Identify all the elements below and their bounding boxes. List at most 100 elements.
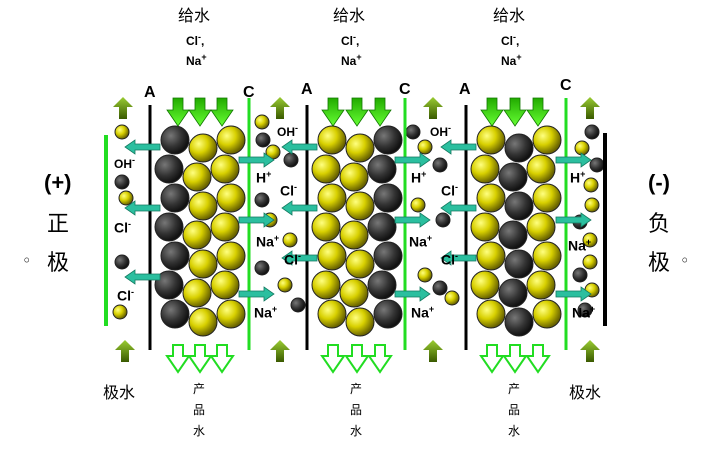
yellow-resin-bead	[216, 183, 246, 213]
product-water-arrow	[165, 344, 191, 374]
ion-label-na-part: Na	[572, 304, 590, 321]
ion-arrow-left	[124, 269, 161, 285]
ion-label-oh-part: OH	[430, 125, 448, 139]
black-resin-bead	[114, 254, 130, 270]
feed-ion-cl-part: -	[513, 32, 516, 42]
yellow-resin-bead	[339, 278, 369, 308]
product-water-char: 品	[193, 404, 205, 416]
anion-membrane-label: A	[144, 85, 156, 101]
ion-label-h-part: H	[570, 169, 581, 186]
yellow-resin-bead	[470, 270, 500, 300]
yellow-resin-bead	[317, 125, 347, 155]
feed-ion-cl-part: Cl	[186, 34, 198, 48]
ion-arrow-left	[124, 200, 161, 216]
positive-char2: 极	[47, 253, 69, 275]
ion-arrow-left	[440, 139, 477, 155]
product-water-char-part: 品	[350, 403, 363, 417]
black-resin-bead	[290, 297, 306, 313]
feed-water-arrow	[166, 97, 190, 127]
ion-label-cl: Cl-	[441, 252, 458, 267]
yellow-resin-bead	[532, 125, 562, 155]
feed-ion-cl: Cl-,	[341, 32, 359, 48]
positive-sign: (+)	[44, 172, 72, 194]
black-resin-bead	[154, 154, 184, 184]
electrode-water-left-part: 极水	[103, 383, 136, 402]
ion-label-na-part: Na	[568, 237, 586, 254]
product-water-char-part: 水	[508, 424, 521, 438]
product-water-char-part: 水	[350, 424, 363, 438]
yellow-resin-bead	[182, 278, 212, 308]
yellow-resin-bead	[470, 212, 500, 242]
ion-arrow-right	[555, 286, 592, 302]
yellow-resin-bead	[282, 232, 298, 248]
concentrate-up-arrow	[115, 340, 135, 362]
feed-water-arrow	[345, 97, 369, 127]
feed-ion-cl-part: ,	[516, 34, 520, 48]
black-resin-bead	[432, 157, 448, 173]
feed-ion-cl-part: Cl	[501, 34, 513, 48]
cation-membrane-label: C	[560, 78, 572, 94]
black-resin-bead	[498, 162, 528, 192]
black-resin-bead	[154, 212, 184, 242]
product-water-arrow	[187, 344, 213, 374]
ion-label-na: Na+	[256, 234, 279, 249]
ion-label-oh-part: OH	[277, 125, 295, 139]
ion-label-na: Na+	[254, 305, 277, 320]
ion-arrow-left	[124, 139, 161, 155]
product-water-char-part: 产	[193, 382, 206, 396]
feed-ion-na-part: +	[201, 52, 207, 62]
negative-sign: (-)	[648, 172, 670, 194]
ion-label-cl-part: -	[128, 219, 131, 229]
yellow-resin-bead	[254, 114, 270, 130]
ion-label-oh-part: OH	[114, 157, 132, 171]
ion-label-cl-part: Cl	[117, 287, 131, 304]
ion-arrow-left	[440, 200, 477, 216]
product-water-arrow	[502, 344, 528, 374]
feed-water-arrow	[188, 97, 212, 127]
cation-membrane-label-part: C	[399, 81, 411, 98]
feed-water-arrow	[210, 97, 234, 127]
black-resin-bead	[160, 183, 190, 213]
ion-arrow-right	[394, 152, 431, 168]
yellow-resin-bead	[417, 139, 433, 155]
feed-water-label: 给水	[333, 8, 365, 24]
feed-water-arrow	[526, 97, 550, 127]
yellow-resin-bead	[277, 277, 293, 293]
black-resin-bead	[498, 220, 528, 250]
cation-membrane-label: C	[243, 85, 255, 101]
yellow-resin-bead	[345, 307, 375, 337]
concentrate-up-arrow	[270, 340, 290, 362]
feed-ion-cl-part: -	[353, 32, 356, 42]
feed-water-arrow	[368, 97, 392, 127]
yellow-resin-bead	[582, 254, 598, 270]
cation-membrane-label: C	[399, 82, 411, 98]
product-water-char: 品	[350, 404, 362, 416]
ion-label-cl-part: Cl	[284, 251, 298, 268]
ion-arrow-right	[555, 212, 592, 228]
black-resin-bead	[572, 267, 588, 283]
product-water-char: 水	[350, 425, 362, 437]
yellow-resin-bead	[476, 183, 506, 213]
ion-label-cl-part: -	[455, 182, 458, 192]
black-resin-bead	[367, 154, 397, 184]
feed-water-arrow	[503, 97, 527, 127]
yellow-resin-bead	[317, 241, 347, 271]
feed-ion-cl-part: Cl	[341, 34, 353, 48]
black-resin-bead	[373, 241, 403, 271]
feed-ion-na: Na+	[341, 53, 362, 68]
black-resin-bead	[254, 260, 270, 276]
yellow-resin-bead	[182, 220, 212, 250]
product-water-char: 产	[193, 383, 205, 395]
product-water-arrow	[479, 344, 505, 374]
negative-sign-part: (-)	[648, 170, 670, 195]
yellow-resin-bead	[188, 133, 218, 163]
ion-label-h: H+	[256, 170, 271, 185]
feed-ion-cl: Cl-,	[186, 33, 204, 48]
ion-arrow-left	[281, 200, 318, 216]
yellow-resin-bead	[417, 267, 433, 283]
black-resin-bead	[435, 212, 451, 228]
positive-char1: 正	[47, 214, 69, 236]
anion-membrane-label-part: A	[144, 84, 156, 101]
yellow-resin-bead	[216, 299, 246, 329]
product-water-char-part: 产	[350, 382, 363, 396]
